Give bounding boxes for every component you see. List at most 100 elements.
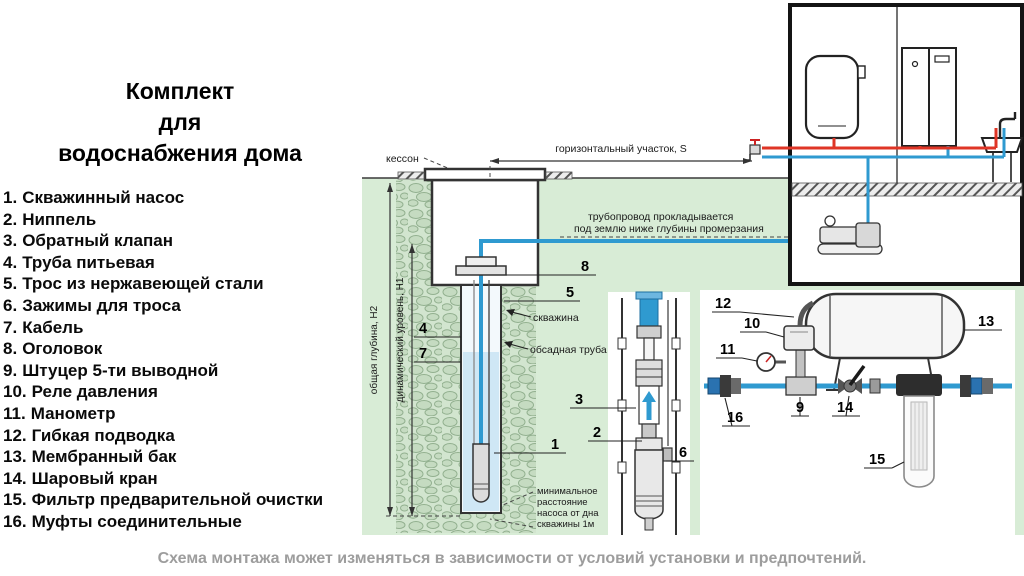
well-pump <box>472 443 490 503</box>
callout-14: 14 <box>832 395 860 417</box>
water-heater <box>804 54 866 140</box>
svg-text:6: 6 <box>679 445 687 461</box>
callout-9: 9 <box>791 397 809 417</box>
flow-arrow-icon <box>642 391 656 420</box>
legend-item: 1.Скважинный насос <box>3 188 185 207</box>
casing-label: обсадная труба <box>530 344 607 356</box>
total-depth-label: общая глубина, H2 <box>368 305 380 394</box>
svg-text:2: 2 <box>593 425 601 441</box>
callout-7: 7 <box>414 346 461 363</box>
min-distance-line4: скважины 1м <box>537 519 594 530</box>
callout-15: 15 <box>864 452 905 469</box>
min-distance-line1: минимальное <box>537 486 598 497</box>
legend-item: 12.Гибкая подводка <box>3 425 175 445</box>
poster-title: Комплект для водоснабжения дома <box>10 76 350 169</box>
ball-valve <box>838 364 866 394</box>
casing-label-group: обсадная труба <box>504 341 607 356</box>
legend-item: 13.Мембранный бак <box>3 447 177 467</box>
well-label: скважина <box>533 312 579 324</box>
pipe-note-line2: под землю ниже глубины промерзания <box>574 223 764 235</box>
legend-item: 5.Трос из нержавеющей стали <box>3 274 264 294</box>
svg-text:9: 9 <box>796 400 804 416</box>
pressure-relay <box>783 325 815 351</box>
legend-item: 9.Штуцер 5-ти выводной <box>3 360 219 380</box>
legend-item: 7.Кабель <box>3 317 84 337</box>
pump-body <box>634 449 664 520</box>
pipe-note-line1: трубопровод прокладывается <box>588 211 733 223</box>
pressure-gauge <box>756 352 786 372</box>
svg-text:8: 8 <box>581 259 589 275</box>
pump-detail-inset <box>608 291 690 535</box>
svg-text:1: 1 <box>551 437 559 453</box>
legend-item: 11.Манометр <box>3 403 116 423</box>
callout-8: 8 <box>506 259 596 276</box>
legend-item: 14.Шаровый кран <box>3 468 158 488</box>
callout-2: 2 <box>588 425 642 442</box>
min-distance-note: минимальное расстояние насоса от дна скв… <box>489 486 599 530</box>
legend-item: 16.Муфты соединительные <box>3 511 242 531</box>
legend-item: 10.Реле давления <box>3 382 158 402</box>
house <box>788 3 1024 286</box>
svg-text:7: 7 <box>419 346 427 362</box>
well-label-group: скважина <box>506 309 579 324</box>
callout-16: 16 <box>722 397 750 427</box>
callout-3: 3 <box>570 392 636 409</box>
min-distance-line3: насоса от дна <box>537 508 599 519</box>
svg-text:5: 5 <box>566 285 574 301</box>
callout-1: 1 <box>494 437 566 454</box>
dynamic-level-label: динамический уровень, H1 <box>395 277 406 402</box>
callout-13: 13 <box>964 314 1002 331</box>
check-valve <box>635 359 663 387</box>
svg-text:4: 4 <box>419 321 427 337</box>
svg-text:11: 11 <box>720 342 735 358</box>
svg-text:12: 12 <box>715 296 731 312</box>
coupling <box>636 325 662 339</box>
callout-5: 5 <box>504 285 580 302</box>
kesson-label-group: кессон <box>386 153 451 170</box>
legend-item: 8.Оголовок <box>3 339 103 359</box>
poster-title-line: Комплект <box>125 78 235 104</box>
five-way-fitting <box>785 349 817 396</box>
coupling-left <box>707 375 741 397</box>
surface-equipment-inset <box>700 290 1015 535</box>
callout-6: 6 <box>666 445 694 462</box>
poster-title-line: водоснабжения дома <box>58 140 302 166</box>
house-pipes <box>762 128 1006 223</box>
hot-pipe-run <box>762 128 998 150</box>
svg-text:10: 10 <box>744 316 760 332</box>
horizontal-section-dim: горизонтальный участок, S <box>489 143 752 179</box>
svg-text:3: 3 <box>575 392 583 408</box>
pipe-note: трубопровод прокладывается под землю ниж… <box>560 211 788 238</box>
svg-text:14: 14 <box>837 400 853 416</box>
cable-clamp <box>662 447 673 462</box>
depth-dimensions: общая глубина, H2 динамический уровень, … <box>368 183 462 517</box>
kesson-label: кессон <box>386 153 419 165</box>
legend-item: 6.Зажимы для троса <box>3 295 181 315</box>
outdoor-tap <box>746 139 761 161</box>
callout-11: 11 <box>716 342 758 362</box>
nipple <box>641 423 657 439</box>
legend-list: 1.Скважинный насос 2.Ниппель 3.Обратный … <box>3 187 363 533</box>
footer-note: Схема монтажа может изменяться в зависим… <box>157 550 867 567</box>
callout-10: 10 <box>740 316 785 338</box>
poster-title-line: для <box>158 109 202 135</box>
flexible-hose <box>797 300 815 327</box>
svg-text:15: 15 <box>869 452 885 468</box>
pump-station <box>817 215 883 255</box>
pre-filter <box>896 374 942 488</box>
coupling-right <box>960 375 993 397</box>
wellhead <box>455 256 507 276</box>
callout-12: 12 <box>712 296 795 318</box>
legend-item: 3.Обратный клапан <box>3 231 173 251</box>
callout-4: 4 <box>414 321 461 338</box>
legend-item: 2.Ниппель <box>3 209 97 229</box>
min-distance-line2: расстояние <box>537 497 588 508</box>
svg-text:16: 16 <box>727 410 743 426</box>
boiler-panels <box>901 47 957 147</box>
callouts: 8 5 4 7 3 2 1 6 12 10 11 13 16 9 14 15 <box>414 259 1002 469</box>
horizontal-section-label: горизонтальный участок, S <box>555 143 687 155</box>
legend-item: 4.Труба питьевая <box>3 252 155 272</box>
svg-text:13: 13 <box>978 314 994 330</box>
